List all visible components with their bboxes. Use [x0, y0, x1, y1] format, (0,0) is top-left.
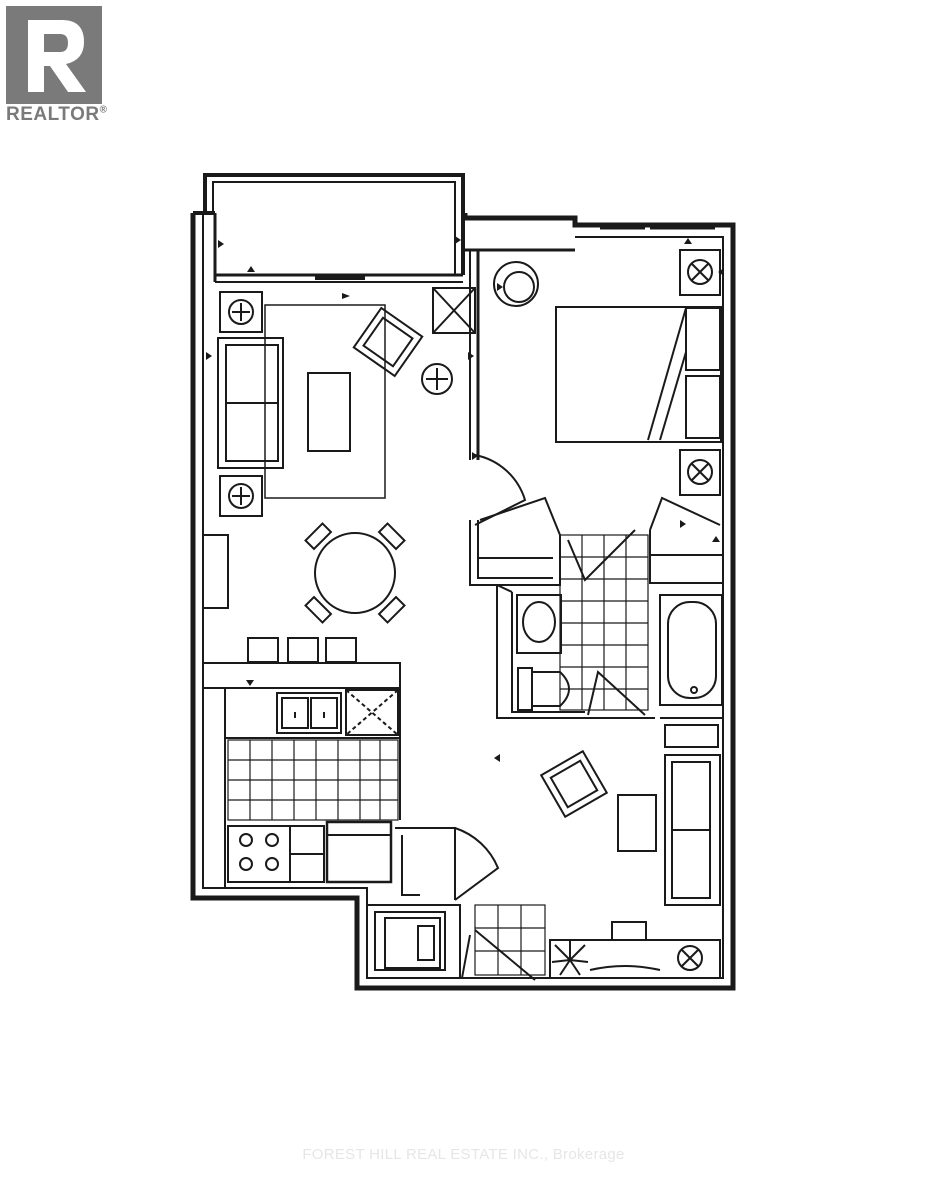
- realtor-logo[interactable]: REALTOR®: [4, 4, 108, 128]
- brokerage-watermark: FOREST HILL REAL ESTATE INC., Brokerage: [302, 1146, 625, 1163]
- den: [539, 724, 721, 979]
- exterior-walls: [190, 211, 736, 991]
- bedroom: [493, 249, 722, 496]
- plant-icon: [551, 940, 589, 976]
- kitchen: [224, 687, 401, 884]
- bathroom: [516, 534, 723, 711]
- view-markers: [206, 236, 724, 762]
- balcony: [203, 173, 465, 283]
- entry: [384, 904, 546, 976]
- realtor-logo-text: REALTOR®: [6, 104, 108, 125]
- living-room: [202, 287, 476, 609]
- interior-walls: [203, 248, 723, 978]
- doors: [454, 454, 721, 981]
- realtor-r-icon: [6, 6, 102, 104]
- dining-set: [247, 522, 406, 663]
